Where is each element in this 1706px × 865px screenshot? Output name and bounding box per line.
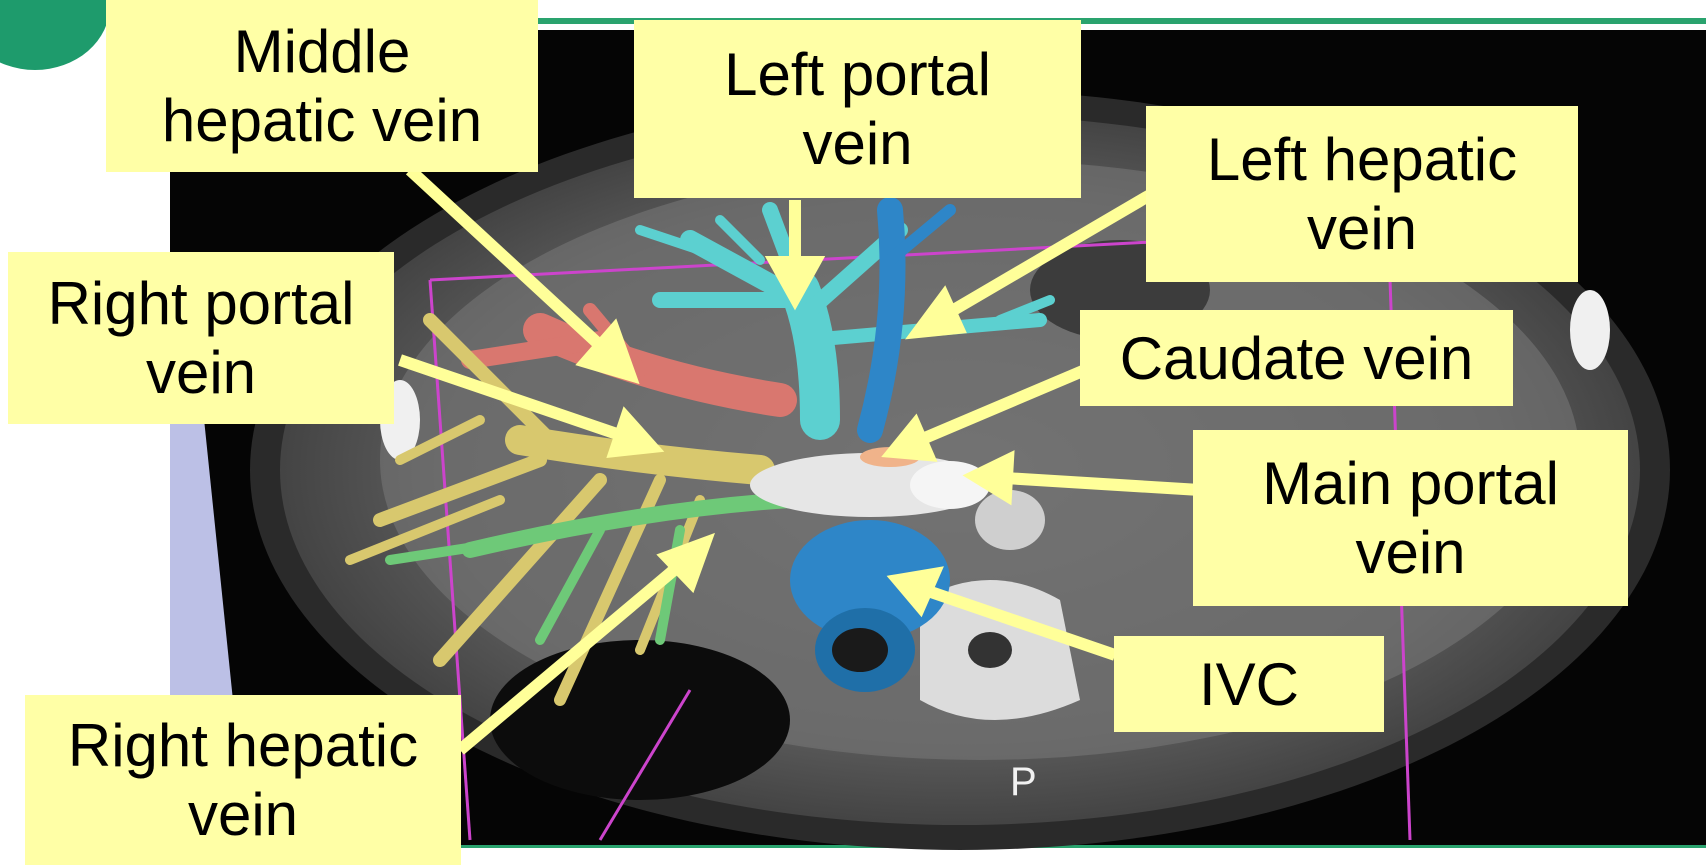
spinal-canal	[968, 632, 1012, 668]
label-main-portal-vein: Main portal vein	[1193, 430, 1628, 606]
label-left-portal-vein: Left portal vein	[634, 20, 1081, 198]
label-right-hepatic-vein: Right hepatic vein	[25, 695, 461, 865]
label-right-portal-vein: Right portal vein	[8, 252, 394, 424]
label-ivc: IVC	[1114, 636, 1384, 732]
label-middle-hepatic-vein: Middle hepatic vein	[106, 0, 538, 172]
rib	[1570, 290, 1610, 370]
orientation-marker-posterior: P	[1010, 760, 1037, 805]
label-caudate-vein: Caudate vein	[1080, 310, 1513, 406]
label-left-hepatic-vein: Left hepatic vein	[1146, 106, 1578, 282]
